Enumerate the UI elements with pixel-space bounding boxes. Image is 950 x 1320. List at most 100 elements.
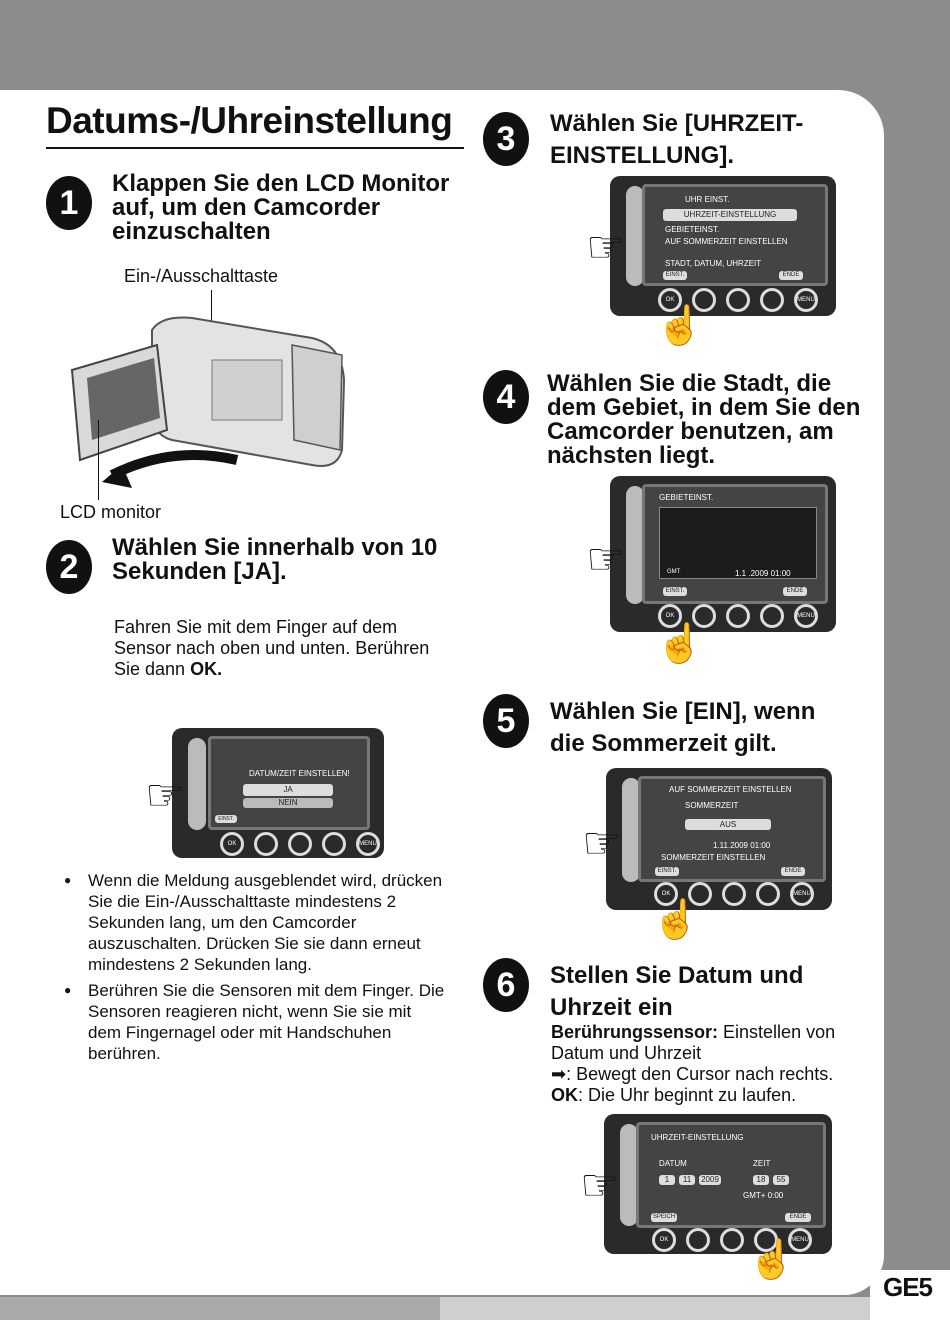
menu-item-area[interactable]: GEBIETEINST. bbox=[665, 225, 720, 234]
nav-button-2[interactable] bbox=[720, 1228, 744, 1252]
set-button[interactable]: EINST. bbox=[663, 587, 687, 596]
nav-button-1[interactable] bbox=[692, 604, 716, 628]
bottom-bar bbox=[0, 1297, 440, 1320]
ok-button[interactable]: OK bbox=[220, 832, 244, 856]
title-rule bbox=[46, 147, 464, 149]
time-label: ZEIT bbox=[753, 1159, 771, 1168]
page-tag: GE5 bbox=[882, 1272, 933, 1302]
step-6-number: 6 bbox=[483, 958, 529, 1012]
set-button[interactable]: EINST. bbox=[655, 867, 679, 876]
minute-field[interactable]: 55 bbox=[773, 1175, 789, 1185]
nav-button-3[interactable] bbox=[760, 604, 784, 628]
dialog-title: DATUM/ZEIT EINSTELLEN! bbox=[249, 769, 350, 778]
step-3-number: 3 bbox=[483, 112, 529, 166]
screen-dst: AUF SOMMERZEIT EINSTELLEN SOMMERZEIT AUS… bbox=[606, 768, 832, 910]
control-buttons: OK MENU bbox=[658, 288, 818, 312]
step-1-number: 1 bbox=[46, 176, 92, 230]
camcorder-illustration bbox=[70, 316, 346, 488]
nav-button-1[interactable] bbox=[688, 882, 712, 906]
tap-finger-icon: ☝ bbox=[652, 899, 700, 941]
step-2-text: Fahren Sie mit dem Finger auf dem Sensor… bbox=[114, 617, 430, 679]
note-1: Wenn die Meldung ausgeblendet wird, drüc… bbox=[64, 870, 447, 975]
gmt-label: GMT bbox=[667, 569, 681, 575]
month-field[interactable]: 11 bbox=[679, 1175, 695, 1185]
touch-sensor[interactable] bbox=[626, 486, 644, 604]
touch-sensor[interactable] bbox=[620, 1124, 638, 1226]
menu-button[interactable]: MENU bbox=[356, 832, 380, 856]
touch-sensor[interactable] bbox=[188, 738, 206, 830]
hour-field[interactable]: 18 bbox=[753, 1175, 769, 1185]
step-4-heading: Wählen Sie die Stadt, die dem Gebiet, in… bbox=[547, 370, 861, 469]
ok-button[interactable]: OK bbox=[658, 604, 682, 628]
screen-clock-menu: UHR EINST. UHRZEIT-EINSTELLUNG GEBIETEIN… bbox=[610, 176, 836, 316]
set-button[interactable]: EINST. bbox=[215, 815, 237, 823]
nav-button-3[interactable] bbox=[754, 1228, 778, 1252]
step-5-heading: Wählen Sie [EIN], wenn die Sommerzeit gi… bbox=[550, 698, 816, 757]
menu-item-dst[interactable]: AUF SOMMERZEIT EINSTELLEN bbox=[665, 237, 788, 246]
tap-finger-icon: ☝ bbox=[656, 623, 704, 665]
bottom-bar-right bbox=[440, 1297, 870, 1320]
finger-icon: ☞ bbox=[580, 1161, 620, 1210]
end-button[interactable]: ENDE bbox=[783, 587, 807, 596]
ok-button[interactable]: OK bbox=[654, 882, 678, 906]
touch-sensor[interactable] bbox=[626, 186, 644, 286]
menu-button[interactable]: MENU bbox=[794, 604, 818, 628]
screen-clock-set: UHRZEIT-EINSTELLUNG DATUM ZEIT 1 11 2009… bbox=[604, 1114, 832, 1254]
area-datetime: 1.1 .2009 01:00 bbox=[735, 569, 791, 578]
menu-button[interactable]: MENU bbox=[790, 882, 814, 906]
dst-label: SOMMERZEIT bbox=[685, 801, 739, 810]
end-button[interactable]: ENDE bbox=[785, 1213, 811, 1222]
page-title: Datums-/Uhreinstellung bbox=[46, 100, 453, 141]
nav-button-1[interactable] bbox=[254, 832, 278, 856]
nav-button-3[interactable] bbox=[760, 288, 784, 312]
nav-button-2[interactable] bbox=[726, 288, 750, 312]
step-3-heading: Wählen Sie [UHRZEIT-EINSTELLUNG]. bbox=[550, 110, 804, 169]
clock-title: UHRZEIT-EINSTELLUNG bbox=[651, 1133, 744, 1142]
control-buttons: OK MENU bbox=[654, 882, 814, 906]
lcd-monitor-label: LCD monitor bbox=[60, 502, 162, 522]
step-2-heading: Wählen Sie innerhalb von 10 Sekunden [JA… bbox=[112, 534, 438, 585]
date-label: DATUM bbox=[659, 1159, 687, 1168]
ok-button[interactable]: OK bbox=[658, 288, 682, 312]
set-button[interactable]: EINST. bbox=[663, 271, 687, 280]
note-2: Berühren Sie die Sensoren mit dem Finger… bbox=[64, 980, 447, 1064]
menu-hint: STADT, DATUM, UHRZEIT bbox=[665, 259, 762, 268]
menu-button[interactable]: MENU bbox=[794, 288, 818, 312]
finger-icon: ☞ bbox=[586, 535, 626, 584]
menu-title: UHR EINST. bbox=[685, 195, 730, 204]
step-4-number: 4 bbox=[483, 370, 529, 424]
lcd-display: GEBIETEINST. GMT 1.1 .2009 01:00 EINST. … bbox=[642, 484, 828, 604]
nav-button-2[interactable] bbox=[288, 832, 312, 856]
nav-button-3[interactable] bbox=[322, 832, 346, 856]
menu-button[interactable]: MENU bbox=[788, 1228, 812, 1252]
nav-button-2[interactable] bbox=[726, 604, 750, 628]
arrow-right-icon: ➡ bbox=[551, 1064, 567, 1084]
nav-button-3[interactable] bbox=[756, 882, 780, 906]
lcd-leader-line bbox=[98, 420, 99, 500]
screen-confirm: DATUM/ZEIT EINSTELLEN! JA NEIN EINST. OK… bbox=[172, 728, 384, 858]
menu-item-clock[interactable]: UHRZEIT-EINSTELLUNG bbox=[663, 209, 797, 221]
nav-button-2[interactable] bbox=[722, 882, 746, 906]
nav-button-1[interactable] bbox=[686, 1228, 710, 1252]
end-button[interactable]: ENDE bbox=[781, 867, 805, 876]
day-field[interactable]: 1 bbox=[659, 1175, 675, 1185]
option-no[interactable]: NEIN bbox=[243, 798, 333, 808]
save-button[interactable]: SPEICH bbox=[651, 1213, 677, 1222]
ok-button[interactable]: OK bbox=[652, 1228, 676, 1252]
lcd-display: UHR EINST. UHRZEIT-EINSTELLUNG GEBIETEIN… bbox=[642, 184, 828, 286]
step-6-text: Berührungssensor: Einstellen von Datum u… bbox=[551, 1022, 836, 1105]
finger-icon: ☞ bbox=[586, 223, 626, 272]
dst-datetime: 1.11.2009 01:00 bbox=[713, 841, 771, 850]
tap-finger-icon: ☝ bbox=[748, 1239, 796, 1281]
year-field[interactable]: 2009 bbox=[699, 1175, 721, 1185]
dst-title: AUF SOMMERZEIT EINSTELLEN bbox=[669, 785, 792, 794]
option-yes[interactable]: JA bbox=[243, 784, 333, 796]
nav-button-1[interactable] bbox=[692, 288, 716, 312]
dst-value[interactable]: AUS bbox=[685, 819, 771, 830]
end-button[interactable]: ENDE bbox=[779, 271, 803, 280]
control-buttons: OK MENU bbox=[658, 604, 818, 628]
touch-sensor[interactable] bbox=[622, 778, 640, 882]
control-buttons: OK MENU bbox=[652, 1228, 812, 1252]
control-buttons: OK MENU bbox=[220, 832, 380, 856]
area-title: GEBIETEINST. bbox=[659, 493, 714, 502]
